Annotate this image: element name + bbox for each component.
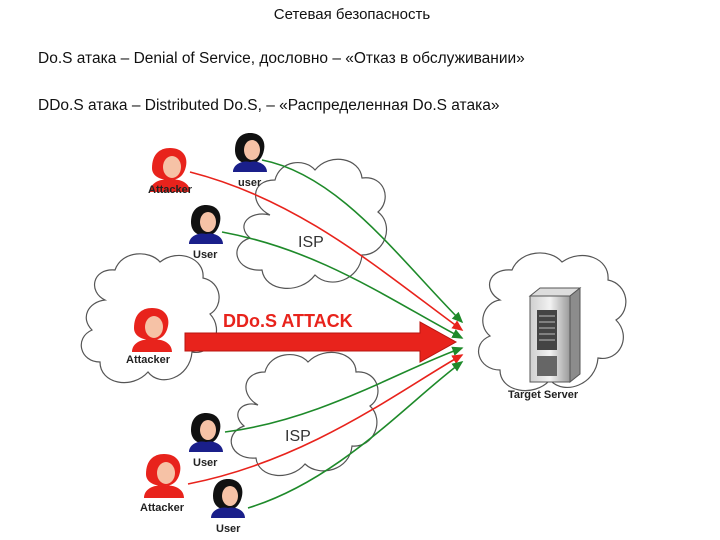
isp-label-top: ISP — [298, 234, 324, 251]
ddos-attack-label: DDo.S ATTACK — [223, 311, 353, 331]
attacker-label-bottom: Attacker — [140, 502, 185, 514]
traffic-arrow-user-bottom — [247, 361, 464, 509]
slide-title: Сетевая безопасность — [273, 6, 431, 23]
traffic-arrow-user-mid — [221, 231, 464, 339]
attacker-label-mid: Attacker — [126, 354, 171, 366]
dos-definition: Do.S атака – Denial of Service, дословно… — [38, 50, 525, 67]
user-label-lower: User — [193, 457, 218, 469]
isp-label-bottom: ISP — [285, 428, 311, 445]
attack-arrow-attacker-top — [189, 171, 464, 331]
user-label-mid: User — [193, 249, 218, 261]
target-server-icon — [528, 286, 582, 384]
attacker-label-top: Attacker — [148, 184, 193, 196]
user-icon-bottom — [211, 479, 245, 518]
ddos-definition: DDo.S атака – Distributed Do.S, – «Распр… — [38, 97, 500, 114]
user-icon-top — [233, 133, 267, 172]
attacker-icon-bottom — [144, 454, 184, 498]
traffic-arrow-user-low — [224, 346, 464, 433]
attacker-icon-top — [150, 148, 190, 192]
user-icon-mid — [189, 205, 223, 244]
ddos-attack-arrow — [184, 321, 458, 363]
traffic-arrow-user-top — [261, 159, 464, 324]
user-label-top: user — [238, 177, 262, 189]
user-label-bottom: User — [216, 523, 241, 535]
attacker-icon-mid — [132, 308, 172, 352]
user-icon-lower — [189, 413, 223, 452]
target-server-label: Target Server — [508, 389, 579, 401]
attack-arrow-attacker-bottom — [187, 354, 464, 485]
